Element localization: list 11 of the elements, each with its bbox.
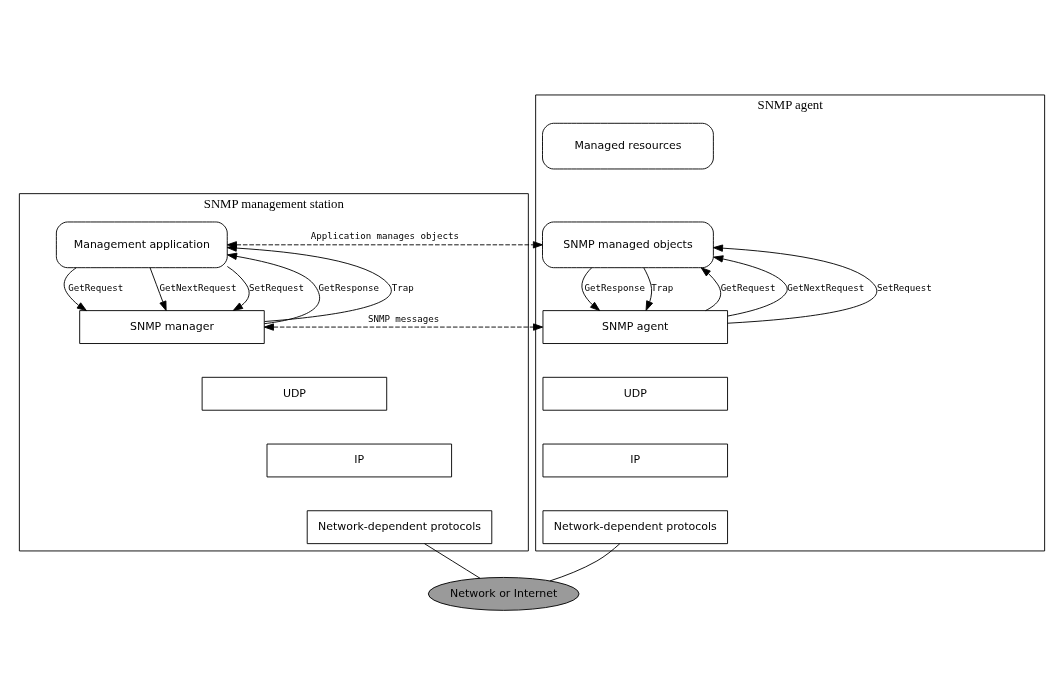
edge-label: SetRequest bbox=[876, 282, 932, 293]
edge-label: GetRequest bbox=[720, 282, 776, 293]
edge-label: GetResponse bbox=[584, 282, 645, 293]
edge-label: Trap bbox=[391, 282, 414, 293]
edge-label: GetRequest bbox=[68, 282, 124, 293]
edge-label: SetRequest bbox=[249, 282, 305, 293]
edge-label: GetResponse bbox=[318, 282, 379, 293]
edge-label: GetNextRequest bbox=[787, 282, 865, 293]
edge-label: GetNextRequest bbox=[159, 282, 237, 293]
edge-label: SNMP messages bbox=[367, 313, 440, 324]
edge-label: Application manages objects bbox=[310, 230, 460, 241]
